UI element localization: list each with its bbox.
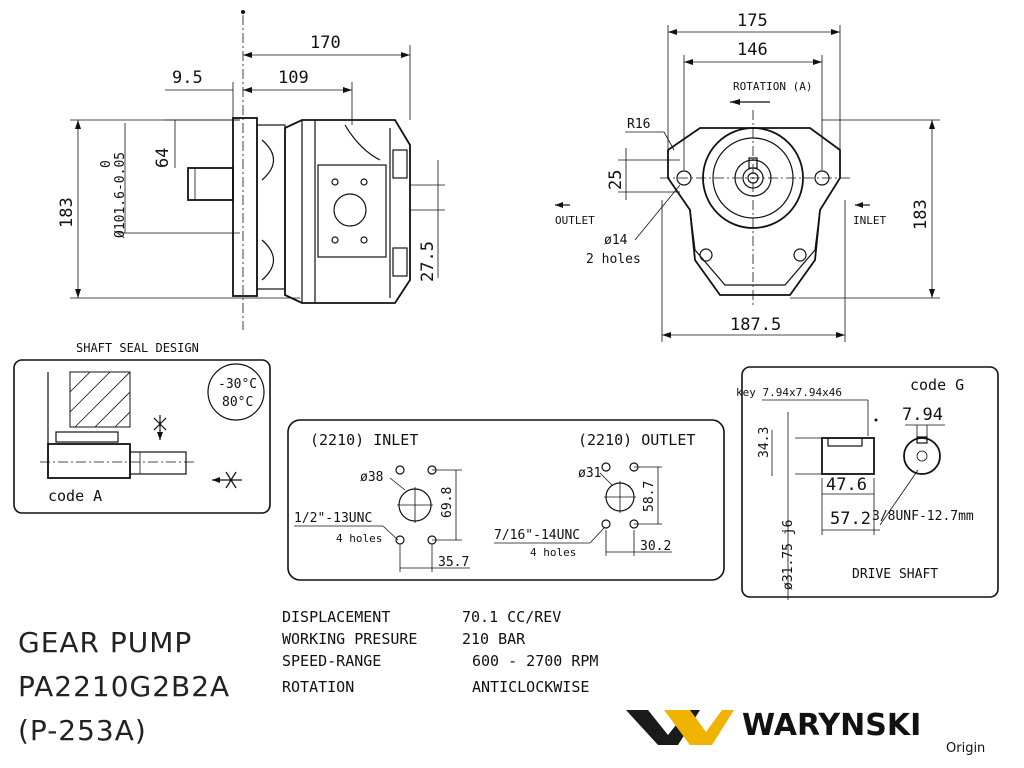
- outlet-label: OUTLET: [555, 214, 595, 227]
- mounting-flange: [232, 117, 258, 297]
- brand-sub: Origin: [946, 741, 985, 756]
- dim-175: 175: [737, 11, 768, 31]
- spec-value: 70.1 CC/REV: [462, 608, 561, 626]
- seal-shaft-body: [47, 443, 131, 479]
- dim-170: 170: [310, 33, 341, 53]
- outlet-arrow-icon: [555, 202, 563, 208]
- inlet-arrow-icon: [855, 202, 863, 208]
- pump-body-side: [284, 119, 411, 304]
- outlet-dim-horizontal: 30.2: [640, 539, 671, 554]
- dim-27-5: 27.5: [418, 241, 438, 282]
- rotation-label: ROTATION (A): [733, 80, 812, 93]
- dim-109: 109: [278, 68, 309, 88]
- spec-table: DISPLACEMENT 70.1 CC/REV WORKING PRESURE…: [282, 608, 598, 696]
- dim-25: 25: [606, 170, 626, 190]
- drive-shaft-box: [741, 366, 999, 598]
- drive-shaft-side: [187, 167, 234, 201]
- tolerance-upper: 0: [99, 160, 114, 168]
- shaft-seal-box: [13, 359, 271, 514]
- spec-label: ROTATION: [282, 678, 354, 696]
- spec-label: SPEED-RANGE: [282, 652, 381, 670]
- inlet-port-title: (2210) INLET: [310, 431, 418, 449]
- dim-9-5: 9.5: [172, 68, 203, 88]
- shaft-end-view: [903, 437, 941, 475]
- shaft-dim-57-2: 57.2: [830, 509, 871, 529]
- inlet-dim-horizontal: 35.7: [438, 555, 469, 570]
- shaft-diameter: ø31.75 j6: [781, 520, 796, 590]
- pressure-arrow-left-icon: [212, 477, 220, 483]
- side-port-block: [317, 164, 387, 258]
- title-line-3: (P-253A): [18, 714, 147, 747]
- shaft-seal-panel: SHAFT SEAL DESIGN -30°C 80°C code A: [13, 341, 271, 514]
- dim-64: 64: [153, 148, 173, 168]
- outlet-thread: 7/16"-14UNC: [494, 528, 580, 543]
- title-line-1: GEAR PUMP: [18, 626, 192, 659]
- dim-187-5: 187.5: [730, 315, 781, 335]
- ports-box: [287, 419, 725, 581]
- dim-183-front: 183: [911, 199, 931, 230]
- title-line-2: PA2210G2B2A: [18, 670, 230, 703]
- title-block: GEAR PUMP PA2210G2B2A (P-253A): [18, 626, 230, 747]
- inlet-thread: 1/2"-13UNC: [294, 511, 372, 526]
- logo-mark-accent: [664, 710, 734, 745]
- dim-146: 146: [737, 40, 768, 60]
- shaft-dim-47-6: 47.6: [826, 475, 867, 495]
- shaft-key: key 7.94x7.94x46: [736, 386, 842, 399]
- brand-logo: WARYNSKI Origin: [626, 708, 985, 756]
- shaft-seal-title: SHAFT SEAL DESIGN: [76, 341, 199, 355]
- outlet-port-pattern: [601, 462, 672, 556]
- hole-count: 2 holes: [586, 252, 641, 267]
- outlet-dim-vertical: 58.7: [642, 481, 657, 512]
- temp-low: -30°C: [218, 377, 257, 392]
- inlet-dim-vertical: 69.8: [440, 487, 455, 518]
- side-view: 170 109 9.5 64 0 Ø101.6-0.05 183 27.5: [57, 10, 445, 330]
- outlet-port-title: (2210) OUTLET: [578, 431, 695, 449]
- drive-shaft-profile: [821, 437, 875, 475]
- spec-value: 210 BAR: [462, 630, 526, 648]
- inlet-diameter: ø38: [360, 470, 383, 485]
- dim-183-side: 183: [57, 197, 77, 228]
- pump-body-front: [667, 127, 841, 296]
- spec-value: ANTICLOCKWISE: [472, 678, 589, 696]
- drive-shaft-panel: code G key 7.94x7.94x46 34.3 7.94 47.6 5…: [736, 366, 999, 600]
- inlet-hole-count: 4 holes: [336, 532, 382, 545]
- reference-dot: [241, 10, 245, 14]
- rotation-arrow-icon: [730, 99, 740, 105]
- front-view: 175 146 ROTATION (A) R16 25 OUTLET INLET…: [555, 11, 940, 342]
- inlet-port-pattern: [395, 465, 470, 572]
- shaft-dim-34-3: 34.3: [757, 427, 772, 458]
- temp-high: 80°C: [222, 395, 253, 410]
- brand-name: WARYNSKI: [742, 708, 921, 743]
- spec-label: DISPLACEMENT: [282, 608, 390, 626]
- ports-panel: (2210) INLET (2210) OUTLET ø38 69.8 1/2"…: [287, 419, 725, 581]
- hole-diameter: ø14: [604, 233, 628, 248]
- side-port-hole: [333, 193, 367, 227]
- dim-r16: R16: [627, 117, 650, 132]
- pressure-arrow-down-icon: [157, 432, 163, 440]
- outlet-hole-count: 4 holes: [530, 546, 576, 559]
- outlet-diameter: ø31: [578, 466, 601, 481]
- drive-shaft-label: DRIVE SHAFT: [852, 567, 938, 582]
- temperature-badge: [207, 363, 265, 421]
- inlet-label: INLET: [853, 214, 886, 227]
- shaft-code: code G: [910, 376, 964, 394]
- shaft-key-width: 7.94: [902, 405, 943, 425]
- spec-value: 600 - 2700 RPM: [472, 652, 598, 670]
- tolerance-diameter: Ø101.6-0.05: [113, 152, 128, 238]
- seal-code: code A: [48, 487, 102, 505]
- shaft-thread: 3/8UNF-12.7mm: [872, 509, 974, 524]
- spec-label: WORKING PRESURE: [282, 630, 417, 648]
